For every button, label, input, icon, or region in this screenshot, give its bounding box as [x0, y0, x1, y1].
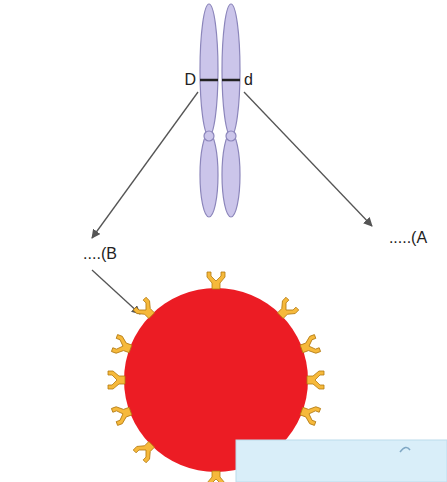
- chromosome-pair: [200, 4, 240, 217]
- allele-label: d: [244, 71, 253, 89]
- antigen-receptor: [298, 335, 320, 358]
- blank-label: ....(B: [83, 245, 117, 263]
- antigen-receptor: [108, 371, 125, 389]
- antigen-receptor: [207, 471, 225, 482]
- antigen-receptor: [307, 371, 324, 389]
- antigen-receptor: [133, 438, 158, 463]
- antigen-receptor: [111, 335, 133, 358]
- watermark-mark: [400, 447, 410, 452]
- allele-label: D: [184, 71, 196, 89]
- antigen-receptor: [298, 403, 320, 426]
- arrow: [92, 92, 372, 314]
- antigen-receptor: [274, 297, 299, 322]
- watermark-patch: [236, 440, 447, 482]
- antigen-receptor: [111, 403, 133, 426]
- antigen-receptor: [133, 297, 158, 322]
- blank-label: .....(A: [389, 229, 427, 247]
- antigen-receptor: [207, 272, 225, 289]
- gene-band: [200, 79, 240, 82]
